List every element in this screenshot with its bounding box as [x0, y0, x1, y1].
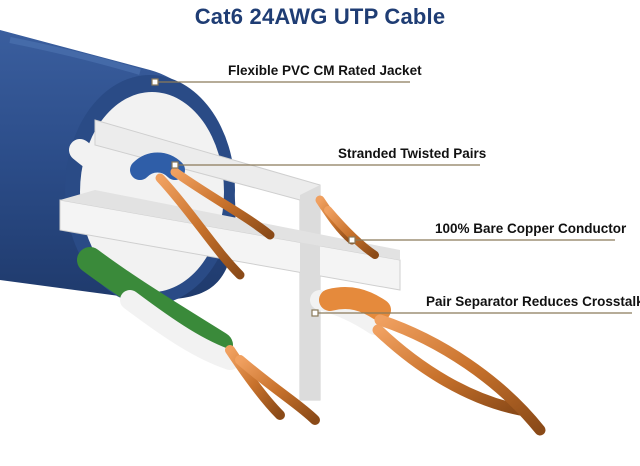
callout-conductor: 100% Bare Copper Conductor — [435, 221, 627, 236]
green-pair — [77, 247, 320, 425]
callout-separator: Pair Separator Reduces Crosstalk — [426, 294, 640, 309]
pair-separator — [59, 119, 401, 401]
leader-lines — [151, 78, 632, 317]
callout-jacket: Flexible PVC CM Rated Jacket — [228, 63, 422, 78]
page-title: Cat6 24AWG UTP Cable — [194, 4, 446, 29]
orange-pair — [310, 287, 546, 436]
callout-pairs: Stranded Twisted Pairs — [338, 146, 487, 161]
